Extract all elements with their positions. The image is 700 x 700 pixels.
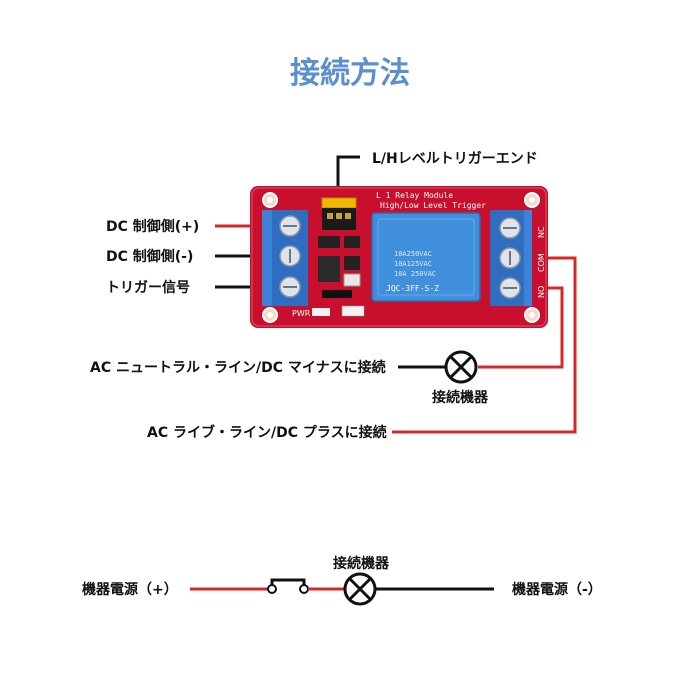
terminal-nc-label: NC xyxy=(537,226,546,238)
board-subtitle-text: High/Low Level Trigger xyxy=(380,201,486,210)
jumper-label: L/Hレベルトリガーエンド xyxy=(372,151,538,167)
power-minus-label: 機器電源（-） xyxy=(512,582,602,598)
ac-neutral-label: AC ニュートラル・ライン/DC マイナスに接続 xyxy=(90,360,386,376)
page-title: 接続方法 xyxy=(290,56,410,91)
input-terminal-block xyxy=(262,210,308,306)
trigger-label: トリガー信号 xyxy=(106,280,190,296)
terminal-com-label: COM xyxy=(537,253,546,272)
device-lamp-icon xyxy=(444,350,478,384)
relay-rating-1: 10A250VAC xyxy=(394,250,432,258)
output-terminal-block xyxy=(490,210,532,306)
ac-live-label: AC ライブ・ライン/DC プラスに接続 xyxy=(147,425,387,441)
relay-rating-3: 10A 250VAC xyxy=(394,270,436,278)
dc-plus-label: DC 制御側(+) xyxy=(106,219,200,235)
relay-module-board xyxy=(250,186,548,328)
board-title-text: L 1 Relay Module xyxy=(376,191,453,200)
dc-minus-label: DC 制御側(-) xyxy=(106,249,194,265)
relay-rating-2: 10A125VAC xyxy=(394,260,432,268)
device-label-2: 接続機器 xyxy=(333,556,389,572)
device-label-1: 接続機器 xyxy=(432,390,488,406)
relay-component xyxy=(371,212,481,302)
pwr-label: PWR xyxy=(292,309,311,318)
wire-com-live xyxy=(392,256,577,434)
terminal-no-label: NO xyxy=(537,286,546,298)
switch-icon xyxy=(267,578,309,594)
trigger-jumper xyxy=(321,197,357,230)
device-lamp-icon xyxy=(343,572,377,606)
relay-model-text: JQC-3FF-S-Z xyxy=(386,284,439,293)
jumper-pointer-line xyxy=(336,155,360,200)
power-plus-label: 機器電源（+） xyxy=(82,582,178,598)
